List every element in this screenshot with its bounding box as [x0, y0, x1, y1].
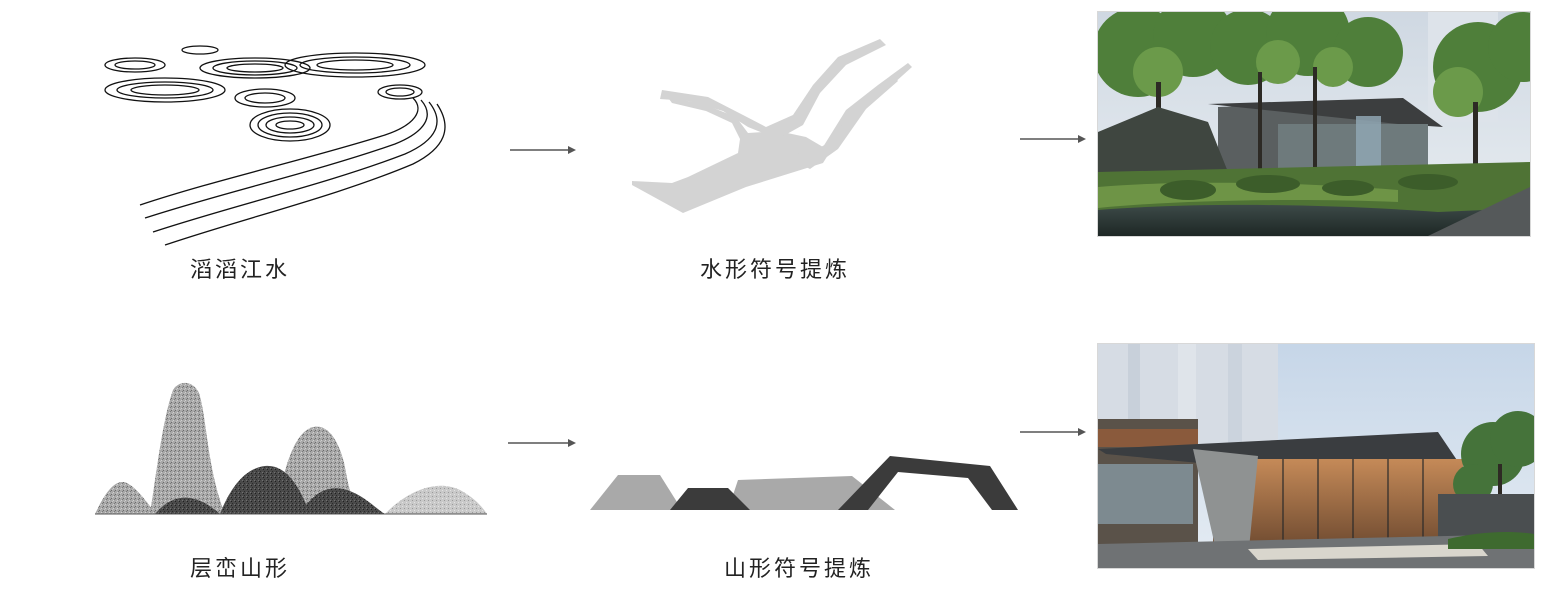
arrow-right-icon	[1020, 426, 1086, 438]
mountain-symbol	[590, 450, 1020, 515]
water-symbol-caption: 水形符号提炼	[700, 258, 851, 283]
water-sketch	[95, 40, 450, 250]
arrow-right-icon	[508, 437, 576, 449]
arrow-right-icon	[1020, 133, 1086, 145]
mountain-building-render	[1097, 343, 1535, 569]
water-symbol	[628, 35, 918, 220]
water-source-caption: 滔滔江水	[190, 258, 291, 283]
water-garden-render	[1097, 11, 1531, 237]
mountain-symbol-caption: 山形符号提炼	[724, 557, 875, 582]
mountain-sketch	[95, 378, 487, 518]
arrow-right-icon	[510, 144, 576, 156]
mountain-source-caption: 层峦山形	[190, 557, 291, 582]
